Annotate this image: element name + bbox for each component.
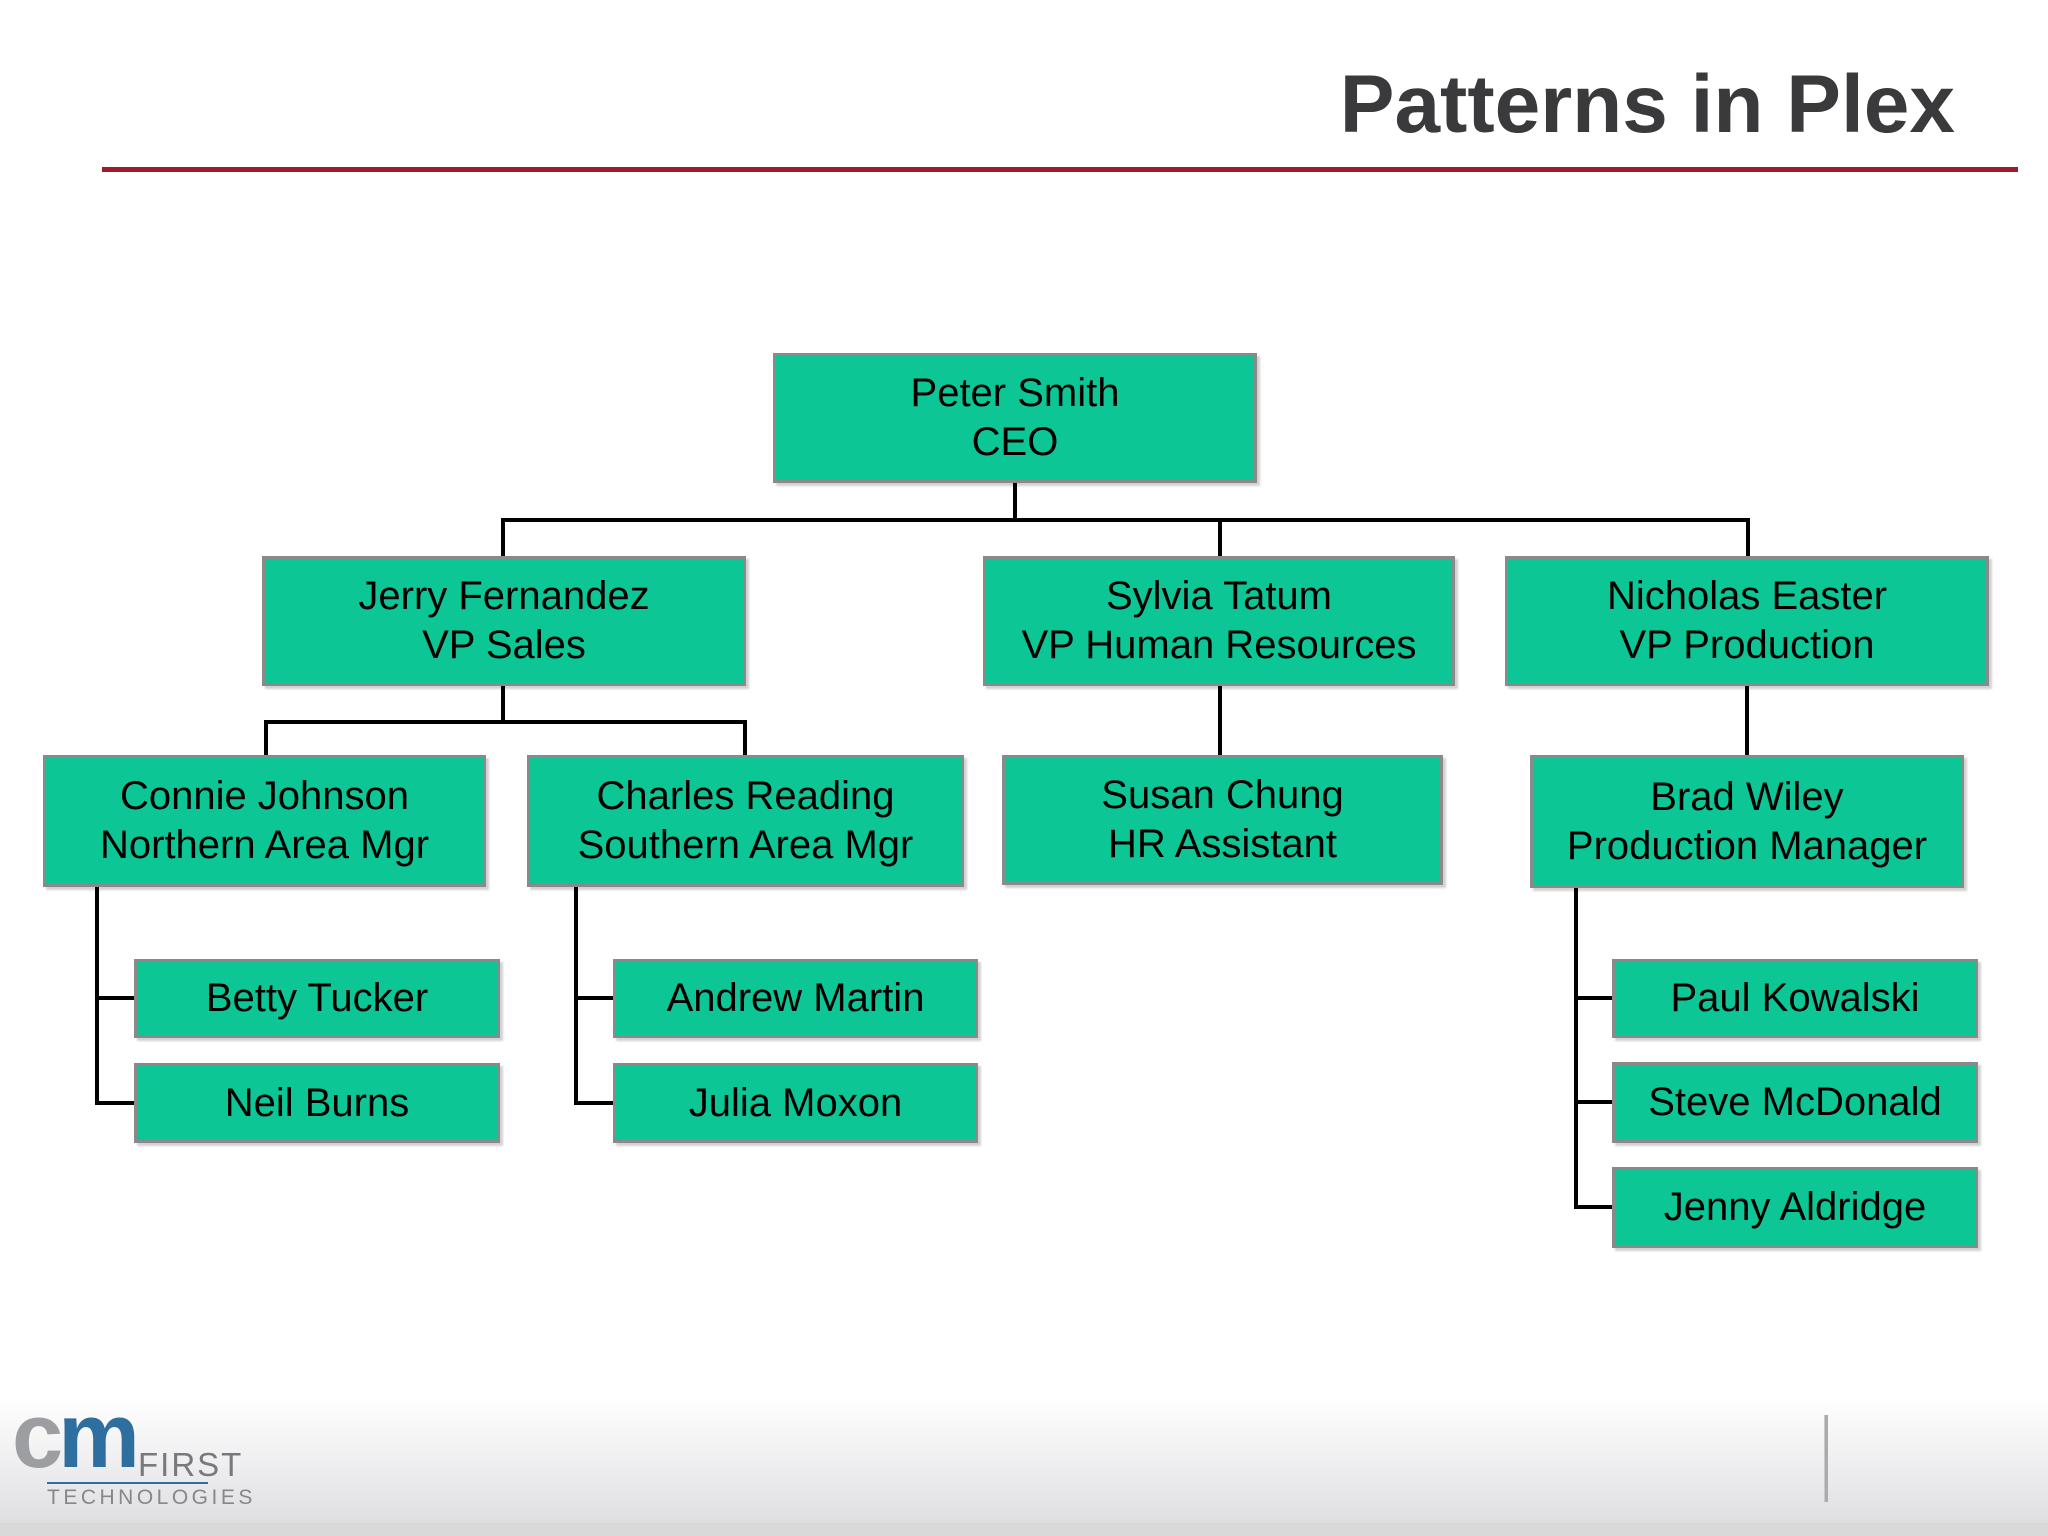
connector-nicholas-up xyxy=(1746,518,1750,556)
connector-jenny-stub xyxy=(1574,1205,1612,1209)
org-node-julia-moxon: Julia Moxon xyxy=(613,1063,978,1143)
connector-betty-stub xyxy=(95,996,134,1000)
connector-sylvia-up xyxy=(1218,518,1222,556)
node-name: Charles Reading xyxy=(596,774,895,818)
logo-technologies-text: TECHNOLOGIES xyxy=(47,1486,256,1509)
org-node-vp-sales: Jerry Fernandez VP Sales xyxy=(262,556,746,686)
connector-paul-stub xyxy=(1574,996,1612,1000)
connector-jerry-up xyxy=(501,518,505,556)
org-node-ceo: Peter Smith CEO xyxy=(773,353,1257,483)
org-node-southern-area-mgr: Charles Reading Southern Area Mgr xyxy=(527,755,964,887)
node-name: Jerry Fernandez xyxy=(358,574,650,618)
connector-steve-stub xyxy=(1574,1100,1612,1104)
connector-julia-stub xyxy=(574,1101,613,1105)
node-role: Southern Area Mgr xyxy=(577,823,914,867)
org-node-paul-kowalski: Paul Kowalski xyxy=(1612,959,1978,1038)
title-underline xyxy=(102,167,2018,172)
connector-sylvia-down xyxy=(1218,686,1222,755)
connector-neil-stub xyxy=(95,1101,134,1105)
cm-first-logo: cm xyxy=(12,1390,140,1482)
node-name: Peter Smith xyxy=(910,371,1120,415)
connector-charles-up xyxy=(743,720,747,755)
node-role: VP Sales xyxy=(422,623,586,667)
footer-bottom-strip xyxy=(0,1523,2048,1536)
node-name: Julia Moxon xyxy=(688,1080,903,1125)
connector-brad-drop xyxy=(1574,888,1578,1209)
org-node-neil-burns: Neil Burns xyxy=(134,1063,500,1143)
connector-ceo-down xyxy=(1013,483,1017,522)
node-name: Susan Chung xyxy=(1101,773,1344,817)
org-node-andrew-martin: Andrew Martin xyxy=(613,959,978,1038)
node-role: VP Production xyxy=(1619,623,1875,667)
org-node-hr-assistant: Susan Chung HR Assistant xyxy=(1002,755,1443,885)
node-name: Jenny Aldridge xyxy=(1663,1185,1927,1229)
connector-nicholas-down xyxy=(1745,686,1749,755)
org-node-jenny-aldridge: Jenny Aldridge xyxy=(1612,1167,1978,1248)
node-name: Brad Wiley xyxy=(1650,774,1844,819)
page-title: Patterns in Plex xyxy=(1339,59,1955,150)
node-name: Paul Kowalski xyxy=(1670,976,1920,1020)
logo-rule xyxy=(47,1482,208,1484)
connector-jerry-down xyxy=(501,686,505,724)
org-node-betty-tucker: Betty Tucker xyxy=(134,959,500,1038)
connector-andrew-stub xyxy=(574,996,613,1000)
node-name: Nicholas Easter xyxy=(1606,574,1888,618)
node-name: Andrew Martin xyxy=(666,976,925,1020)
org-node-steve-mcdonald: Steve McDonald xyxy=(1612,1062,1978,1143)
node-name: Betty Tucker xyxy=(205,976,429,1020)
org-node-production-manager: Brad Wiley Production Manager xyxy=(1530,755,1964,888)
node-role: Production Manager xyxy=(1566,823,1928,868)
node-name: Sylvia Tatum xyxy=(1105,574,1332,618)
node-role: Northern Area Mgr xyxy=(99,823,430,867)
node-role: HR Assistant xyxy=(1108,822,1337,866)
org-node-vp-hr: Sylvia Tatum VP Human Resources xyxy=(983,556,1455,686)
org-node-vp-production: Nicholas Easter VP Production xyxy=(1505,556,1989,686)
logo-letter-m: m xyxy=(58,1385,140,1487)
footer-divider-line xyxy=(1824,1415,1828,1502)
node-name: Steve McDonald xyxy=(1648,1080,1942,1124)
node-role: VP Human Resources xyxy=(1021,623,1417,667)
org-node-northern-area-mgr: Connie Johnson Northern Area Mgr xyxy=(43,755,486,887)
connector-vp-rail xyxy=(501,518,1750,522)
connector-manager-rail xyxy=(264,720,747,724)
node-role: CEO xyxy=(971,420,1059,464)
logo-letter-c: c xyxy=(12,1385,63,1487)
connector-connie-up xyxy=(264,720,268,755)
node-name: Connie Johnson xyxy=(119,774,410,818)
footer-band xyxy=(0,1398,2048,1536)
node-name: Neil Burns xyxy=(224,1080,410,1125)
logo-first-text: FIRST xyxy=(138,1446,244,1483)
